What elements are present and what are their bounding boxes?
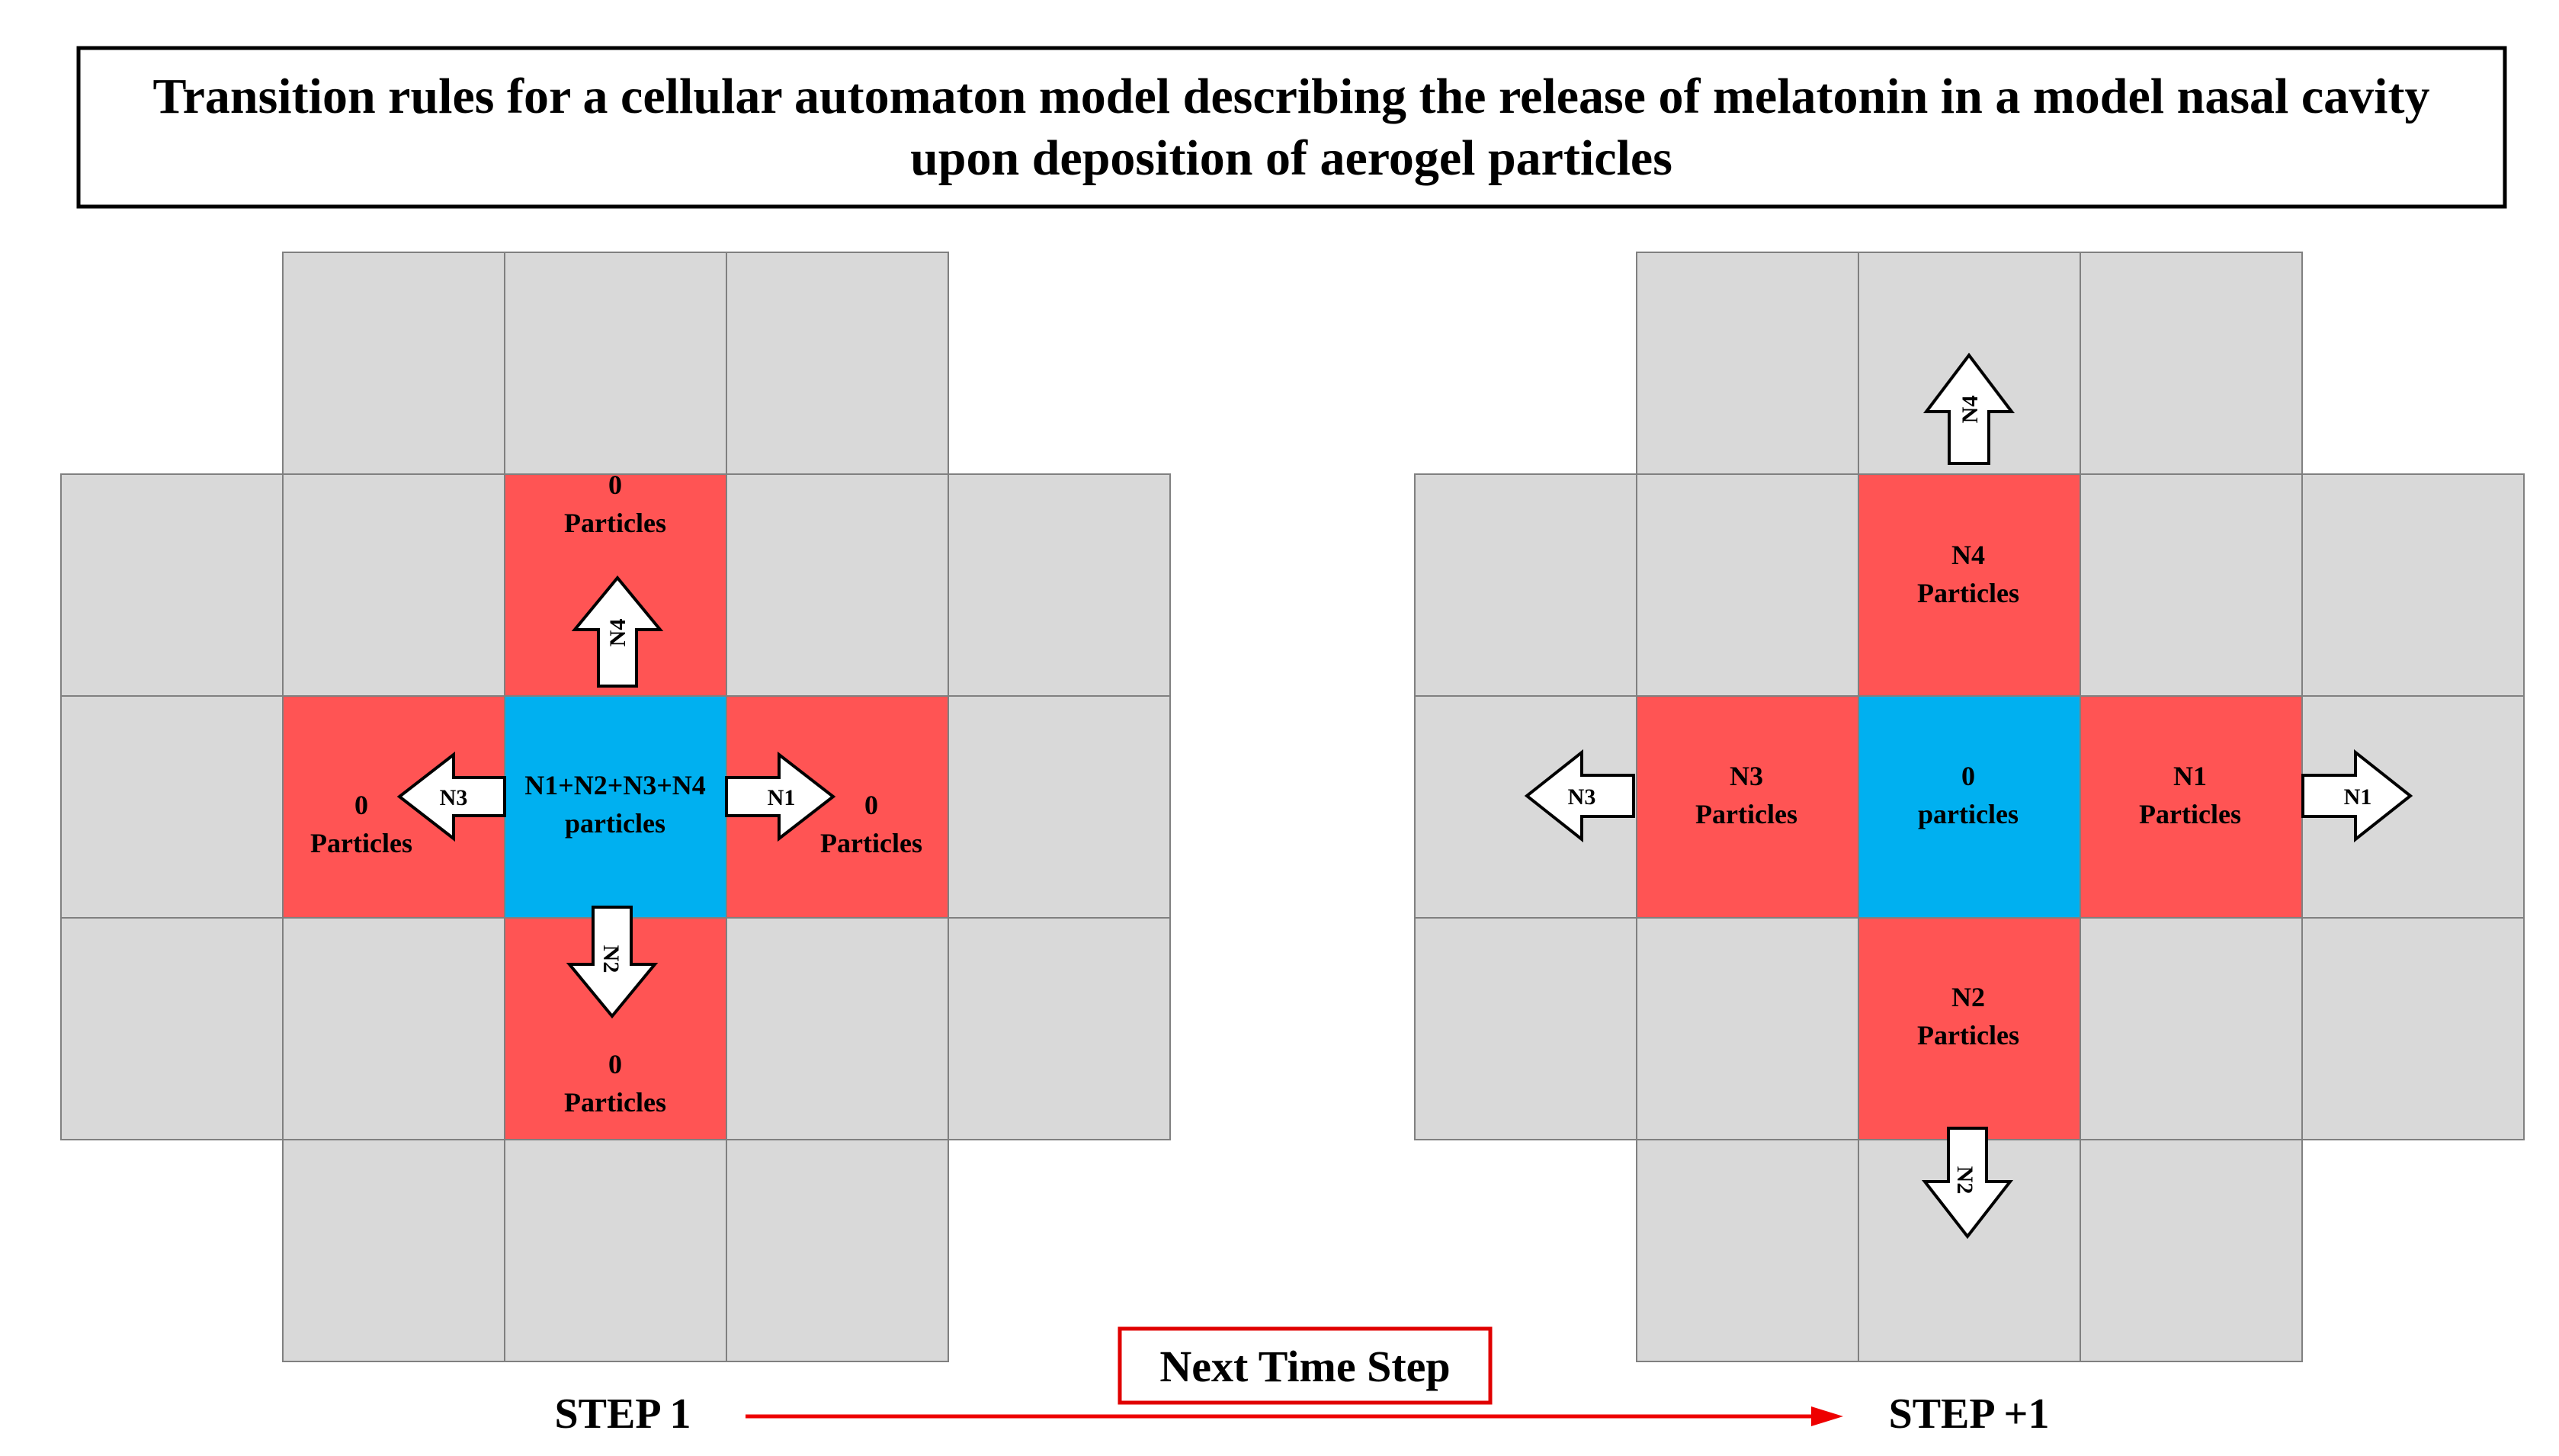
step1-cell-r4c1 xyxy=(282,1139,505,1362)
step1-arrow-n4-label: N4 xyxy=(605,619,630,647)
step2-cell-r1c4 xyxy=(2301,473,2525,697)
step1-center-particles: particles xyxy=(565,808,665,839)
step2-arrow-n2-label: N2 xyxy=(1952,1166,1977,1195)
step1-cell-r3c1 xyxy=(282,917,505,1140)
step2-cell-r3c0 xyxy=(1414,917,1637,1140)
next-time-step-label: Next Time Step xyxy=(1159,1342,1450,1391)
step2-bottom-particles: Particles xyxy=(1917,1020,2019,1050)
step1-bottom-count: 0 xyxy=(608,1049,622,1079)
step2-center-particles: particles xyxy=(1918,799,2019,829)
step1-arrow-n1: N1 xyxy=(725,751,836,842)
step2-cell-r1c3 xyxy=(2080,473,2303,697)
arrow-right-icon xyxy=(725,751,836,842)
step2-cell-r1c0 xyxy=(1414,473,1637,697)
step2-cell-center xyxy=(1858,695,2081,919)
step1-bottom-particles: Particles xyxy=(564,1087,666,1118)
arrow-up-icon xyxy=(571,575,664,688)
title-line-2: upon deposition of aerogel particles xyxy=(910,130,1672,186)
step2-right-particles: Particles xyxy=(2139,799,2241,829)
step2-cell-r1c1 xyxy=(1636,473,1859,697)
step2-cell-r4c1 xyxy=(1636,1139,1859,1362)
step1-cell-r2c4 xyxy=(948,695,1171,919)
arrow-left-icon xyxy=(1524,749,1635,843)
step2-cell-right xyxy=(2080,695,2303,919)
step1-arrow-n3-label: N3 xyxy=(440,785,468,810)
step2-top-count: N4 xyxy=(1951,540,1985,570)
step2-top-particles: Particles xyxy=(1917,578,2019,608)
step1-cell-r2c0 xyxy=(60,695,284,919)
step1-label: STEP 1 xyxy=(555,1390,691,1438)
step2-cell-r3c4 xyxy=(2301,917,2525,1140)
step2-right-count: N1 xyxy=(2173,761,2207,791)
step1-cell-r1c1 xyxy=(282,473,505,697)
step2-grid xyxy=(1414,252,2525,1362)
step2-arrow-n1-label: N1 xyxy=(2344,784,2372,810)
step1-cell-r4c3 xyxy=(726,1139,949,1362)
step1-cell-r3c0 xyxy=(60,917,284,1140)
step2-cell-bottom xyxy=(1858,917,2081,1140)
step2-arrow-n3: N3 xyxy=(1524,749,1635,843)
step2-arrow-n4: N4 xyxy=(1922,352,2015,465)
arrow-head-icon xyxy=(1811,1406,1843,1426)
step1-cell-r1c4 xyxy=(948,473,1171,697)
step2-cell-r3c3 xyxy=(2080,917,2303,1140)
step2-cell-r0c3 xyxy=(2080,252,2303,475)
step2-arrow-n4-label: N4 xyxy=(1958,396,1983,424)
step1-cell-r3c4 xyxy=(948,917,1171,1140)
step2-center-count: 0 xyxy=(1961,761,1975,791)
step2-cell-labels: N4 Particles N3 Particles 0 particles N1… xyxy=(1695,540,2241,1050)
title-box: Transition rules for a cellular automato… xyxy=(76,46,2507,209)
step2-cell-r4c3 xyxy=(2080,1139,2303,1362)
step1-cell-r4c2 xyxy=(504,1139,727,1362)
step1-cell-r1c3 xyxy=(726,473,949,697)
step1-arrow-n3: N3 xyxy=(396,751,506,842)
step2-left-count: N3 xyxy=(1730,761,1763,791)
step1-cell-r0c1 xyxy=(282,252,505,475)
arrow-down-icon xyxy=(566,906,659,1019)
next-time-step-box: Next Time Step xyxy=(1118,1326,1493,1405)
step2-cell-r3c1 xyxy=(1636,917,1859,1140)
step2-arrow-n2: N2 xyxy=(1921,1127,2014,1240)
step1-left-count: 0 xyxy=(354,790,368,820)
arrow-left-icon xyxy=(396,751,506,842)
next-time-step-frame xyxy=(1118,1326,1493,1405)
step2-cell-left xyxy=(1636,695,1859,919)
step2-arrow-n3-label: N3 xyxy=(1568,784,1596,810)
step1-cell-r0c2 xyxy=(504,252,727,475)
step1-arrow-n2: N2 xyxy=(566,906,659,1019)
title-frame xyxy=(76,46,2507,209)
timeline-arrow xyxy=(746,1406,1843,1426)
step1-right-count: 0 xyxy=(864,790,878,820)
step1-top-particles: Particles xyxy=(564,508,666,538)
step2-arrow-n1: N1 xyxy=(2301,749,2413,843)
step1-top-count: 0 xyxy=(608,470,622,500)
arrow-down-icon xyxy=(1921,1127,2014,1240)
step1-cell-r0c3 xyxy=(726,252,949,475)
step1-arrow-n2-label: N2 xyxy=(598,945,624,973)
step1-cell-labels: 0 Particles N1+N2+N3+N4 particles 0 Part… xyxy=(310,470,922,1118)
step1-grid xyxy=(60,252,1171,1362)
step2-left-particles: Particles xyxy=(1695,799,1797,829)
step1-center-formula: N1+N2+N3+N4 xyxy=(524,770,706,800)
step2-bottom-count: N2 xyxy=(1951,982,1985,1012)
step2-label: STEP +1 xyxy=(1889,1390,2050,1438)
step1-right-particles: Particles xyxy=(820,828,922,858)
title-line-1: Transition rules for a cellular automato… xyxy=(153,69,2430,124)
step1-cell-r1c0 xyxy=(60,473,284,697)
arrow-up-icon xyxy=(1922,352,2015,465)
step1-arrow-n4: N4 xyxy=(571,575,664,688)
arrow-right-icon xyxy=(2301,749,2413,843)
step1-cell-center xyxy=(504,695,727,919)
step1-left-particles: Particles xyxy=(310,828,412,858)
step1-arrow-n1-label: N1 xyxy=(768,785,796,810)
step2-cell-r0c1 xyxy=(1636,252,1859,475)
step1-cell-r3c3 xyxy=(726,917,949,1140)
